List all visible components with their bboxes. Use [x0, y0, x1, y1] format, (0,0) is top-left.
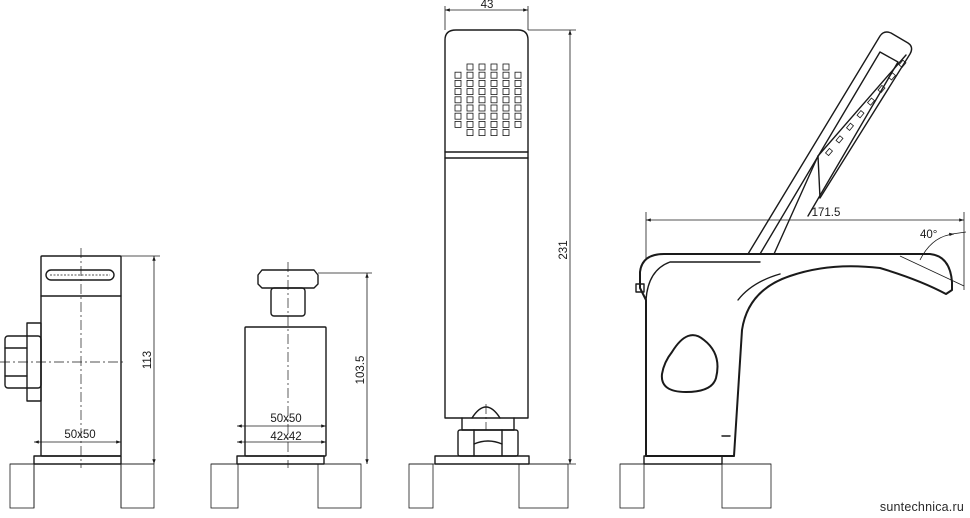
nozzle — [466, 112, 474, 120]
nozzle — [502, 112, 510, 120]
nozzle — [478, 129, 486, 137]
mixer-length-label: 171.5 — [812, 207, 841, 219]
nozzle — [454, 80, 462, 87]
nozzle — [466, 129, 474, 137]
nozzle — [466, 63, 474, 71]
valve-body-width-label: 50x50 — [270, 413, 301, 425]
nozzle — [478, 71, 486, 79]
nozzle — [454, 104, 462, 112]
spout-angle-label: 40° — [920, 229, 937, 241]
nozzle — [454, 71, 462, 79]
nozzle — [490, 88, 498, 95]
nozzle — [478, 121, 486, 128]
handshower-length-label: 231 — [558, 240, 570, 259]
nozzle — [502, 88, 510, 95]
valve-height-label: 103.5 — [355, 356, 367, 385]
nozzle — [490, 129, 498, 137]
spout-width-label: 50x50 — [64, 429, 95, 441]
nozzle — [502, 121, 510, 128]
nozzle — [514, 80, 522, 87]
nozzle — [490, 121, 498, 128]
nozzle — [478, 96, 486, 104]
mixer-nozzle — [856, 110, 865, 119]
handshower-view: 43 231 — [434, 0, 576, 465]
nozzle — [502, 104, 510, 112]
nozzle — [514, 112, 522, 120]
nozzle — [514, 71, 522, 79]
nozzle — [466, 88, 474, 95]
nozzle — [454, 112, 462, 120]
nozzle — [478, 104, 486, 112]
watermark: suntechnica.ru — [879, 500, 964, 514]
nozzle — [478, 88, 486, 95]
nozzle — [454, 96, 462, 104]
spout-height-label: 113 — [142, 351, 154, 369]
handshower-width-label: 43 — [481, 0, 494, 11]
nozzle — [502, 129, 510, 137]
spout-side-view: 113 50x50 — [0, 248, 160, 468]
mixer-side-view: 40° 171.5 — [635, 31, 967, 465]
nozzle — [514, 96, 522, 104]
nozzle — [478, 63, 486, 71]
countertop — [9, 463, 772, 509]
nozzle — [490, 104, 498, 112]
mixer-nozzles — [824, 59, 907, 157]
mixer-nozzle — [898, 59, 907, 68]
mixer-nozzle — [835, 135, 844, 144]
mixer-nozzle — [824, 147, 834, 157]
nozzle — [466, 96, 474, 104]
nozzle — [502, 71, 510, 79]
mixer-nozzle — [877, 84, 886, 94]
nozzle — [502, 96, 510, 104]
nozzle — [502, 80, 510, 87]
nozzle — [466, 121, 474, 128]
nozzle — [454, 121, 462, 128]
nozzle — [490, 96, 498, 104]
nozzle — [466, 71, 474, 79]
nozzle — [490, 80, 498, 87]
valve-view: 103.5 50x50 42x42 — [236, 262, 372, 468]
nozzle — [466, 80, 474, 87]
mixer-nozzle — [887, 72, 897, 81]
nozzle — [514, 88, 522, 95]
nozzle — [502, 63, 510, 71]
nozzle — [490, 71, 498, 79]
mixer-nozzle — [866, 97, 876, 106]
nozzle — [514, 104, 522, 112]
valve-base-width-label: 42x42 — [270, 431, 301, 443]
nozzle — [490, 112, 498, 120]
nozzle — [454, 88, 462, 95]
nozzle — [490, 63, 498, 71]
nozzle — [478, 80, 486, 87]
mixer-nozzle — [845, 122, 855, 131]
nozzle-grid — [454, 63, 522, 137]
nozzle — [514, 121, 522, 128]
nozzle — [466, 104, 474, 112]
nozzle — [478, 112, 486, 120]
